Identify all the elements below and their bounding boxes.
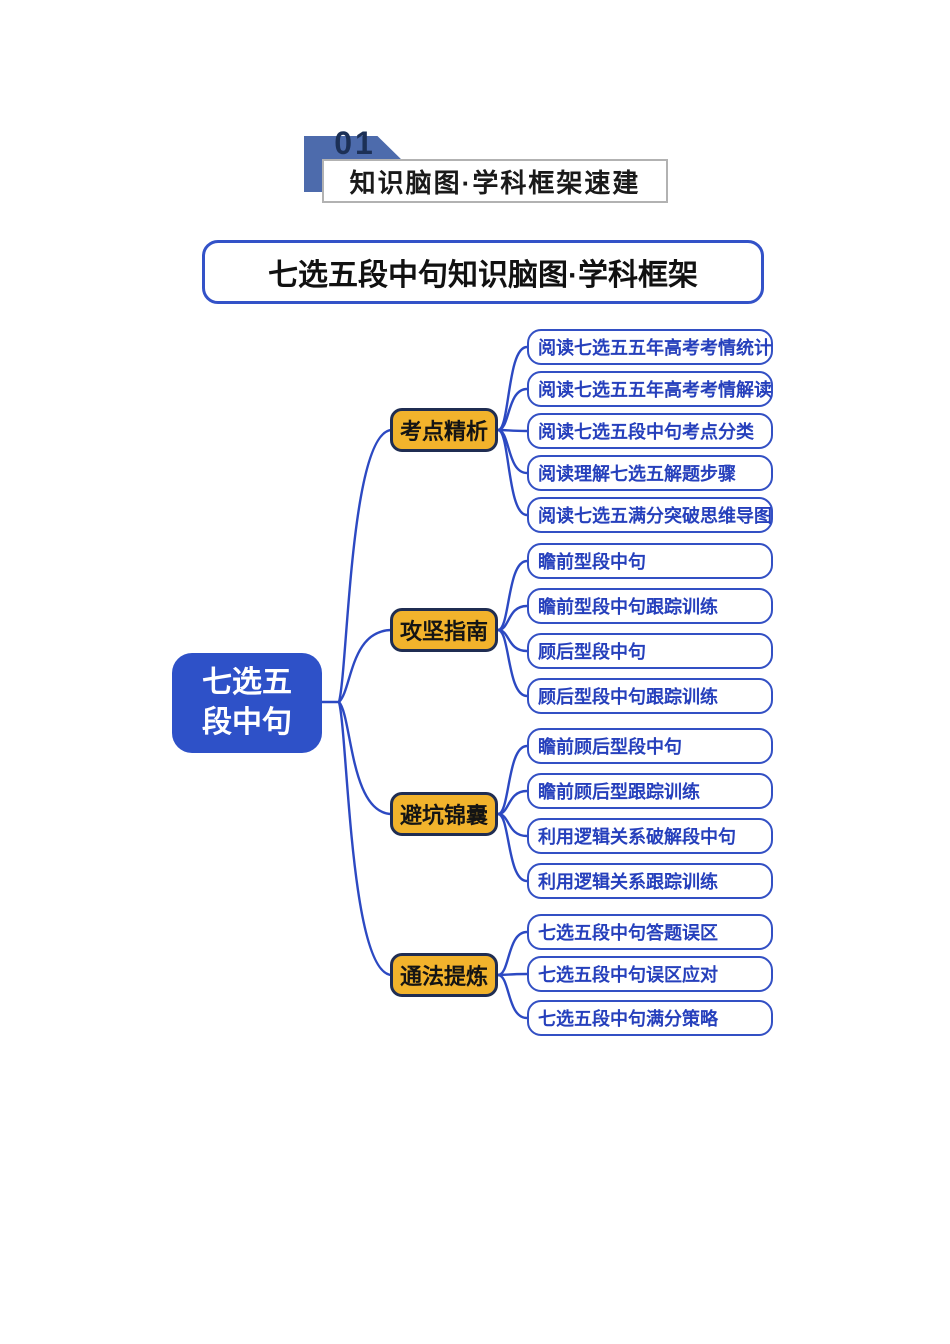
connector-line	[496, 744, 529, 816]
leaf-node: 瞻前型段中句跟踪训练	[527, 588, 773, 624]
leaf-node: 瞻前型段中句	[527, 543, 773, 579]
leaf-node: 利用逻辑关系破解段中句	[527, 818, 773, 854]
connector-line	[496, 559, 529, 632]
connector-line	[496, 428, 529, 433]
leaf-node: 阅读七选五五年高考考情统计	[527, 329, 773, 365]
leaf-node: 七选五段中句满分策略	[527, 1000, 773, 1036]
leaf-node: 顾后型段中句	[527, 633, 773, 669]
connector-line	[337, 628, 394, 704]
root-node: 七选五 段中句	[172, 653, 322, 753]
leaf-node: 阅读七选五五年高考考情解读	[527, 371, 773, 407]
connector-line	[496, 812, 529, 838]
leaf-node: 顾后型段中句跟踪训练	[527, 678, 773, 714]
leaf-node: 阅读七选五段中句考点分类	[527, 413, 773, 449]
connector-line	[496, 628, 529, 653]
leaf-node: 阅读理解七选五解题步骤	[527, 455, 773, 491]
leaf-node: 利用逻辑关系跟踪训练	[527, 863, 773, 899]
leaf-node: 瞻前顾后型段中句	[527, 728, 773, 764]
leaf-node: 瞻前顾后型跟踪训练	[527, 773, 773, 809]
connector-line	[337, 700, 394, 816]
diagram-title: 七选五段中句知识脑图·学科框架	[268, 259, 698, 292]
connector-line	[496, 973, 529, 1020]
connector-line	[337, 428, 394, 704]
section-title-box: 知识脑图·学科框架速建	[322, 159, 668, 203]
leaf-node: 七选五段中句误区应对	[527, 956, 773, 992]
section-number: 01	[334, 125, 376, 161]
connector-line	[496, 628, 529, 698]
branch-node: 攻坚指南	[390, 608, 498, 652]
connector-line	[496, 604, 529, 632]
connector-line	[496, 789, 529, 816]
branch-node: 考点精析	[390, 408, 498, 452]
section-title: 知识脑图·学科框架速建	[349, 167, 641, 198]
branch-node: 避坑锦囊	[390, 792, 498, 836]
connector-line	[496, 345, 529, 432]
leaf-node: 阅读七选五满分突破思维导图	[527, 497, 773, 533]
connector-line	[496, 930, 529, 977]
branch-node: 通法提炼	[390, 953, 498, 997]
connector-line	[496, 812, 529, 883]
connector-line	[496, 387, 529, 432]
connector-line	[496, 428, 529, 475]
connector-line	[337, 700, 394, 977]
connector-line	[496, 428, 529, 517]
leaf-node: 七选五段中句答题误区	[527, 914, 773, 950]
connector-line	[496, 972, 529, 977]
diagram-title-box: 七选五段中句知识脑图·学科框架	[202, 240, 764, 304]
